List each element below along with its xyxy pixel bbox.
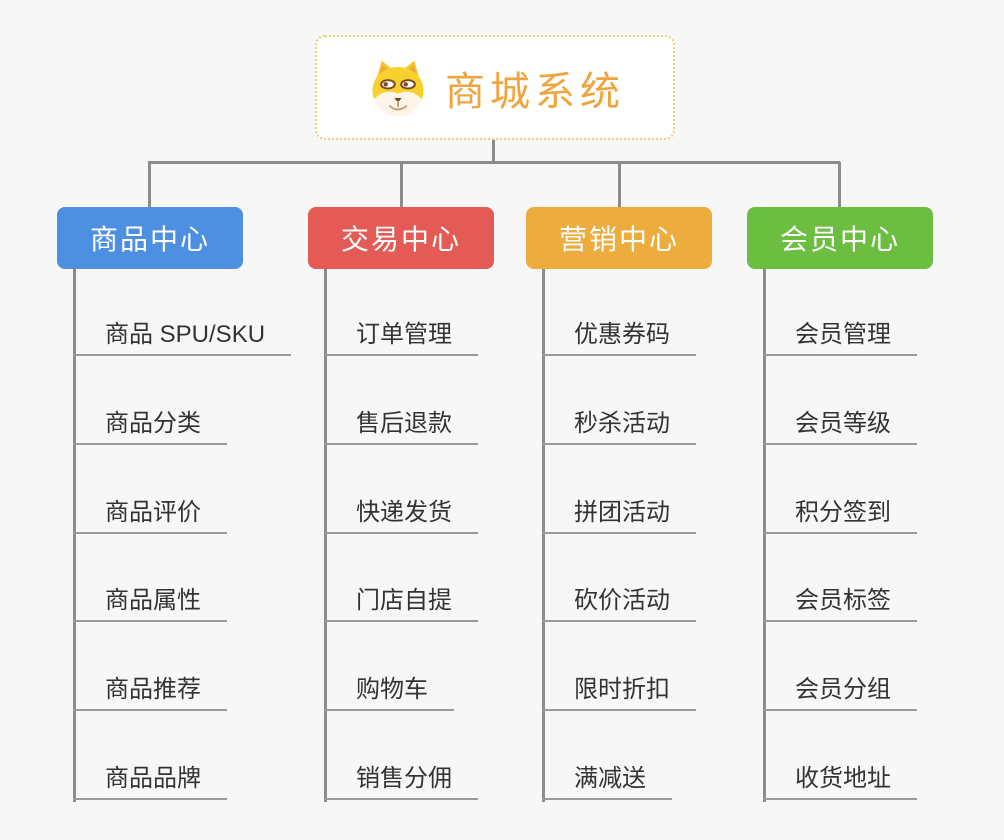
- branch-node-products[interactable]: 商品中心: [57, 207, 243, 269]
- leaf-node[interactable]: 会员标签: [763, 534, 917, 623]
- leaf-label: 购物车: [324, 669, 454, 712]
- leaf-label: 商品推荐: [73, 669, 227, 712]
- leaf-node[interactable]: 商品属性: [73, 534, 227, 623]
- leaf-label: 会员等级: [763, 403, 917, 445]
- leaf-label: 商品分类: [73, 403, 227, 445]
- branch-products: 商品中心 商品 SPU/SKU 商品分类 商品评价 商品属性 商品推荐 商品品牌: [57, 207, 307, 802]
- leaf-node[interactable]: 会员分组: [763, 622, 917, 712]
- leaf-label: 商品评价: [73, 492, 227, 534]
- leaf-node[interactable]: 订单管理: [324, 269, 478, 356]
- leaf-label: 积分签到: [763, 492, 917, 534]
- branch-vline-trade: [324, 269, 327, 802]
- root-title: 商城系统: [445, 69, 625, 114]
- connector-drop-members: [838, 162, 841, 208]
- leaf-node[interactable]: 购物车: [324, 622, 454, 712]
- leaf-label: 会员管理: [763, 314, 917, 356]
- leaf-label: 商品品牌: [73, 758, 227, 800]
- leaf-node[interactable]: 砍价活动: [542, 534, 696, 623]
- connector-drop-trade: [400, 162, 403, 208]
- leaf-label: 门店自提: [324, 580, 478, 623]
- leaf-label: 限时折扣: [542, 669, 696, 712]
- leaf-node[interactable]: 销售分佣: [324, 711, 478, 800]
- branch-trade: 交易中心 订单管理 售后退款 快递发货 门店自提 购物车 销售分佣: [308, 207, 558, 802]
- leaf-node[interactable]: 快递发货: [324, 445, 478, 534]
- branch-node-marketing[interactable]: 营销中心: [526, 207, 712, 269]
- leaf-node[interactable]: 会员管理: [763, 269, 917, 356]
- branch-node-members[interactable]: 会员中心: [747, 207, 933, 269]
- leaf-node[interactable]: 收货地址: [763, 711, 917, 800]
- root-node[interactable]: 商城系统: [315, 35, 675, 140]
- leaf-label: 收货地址: [763, 758, 917, 800]
- leaf-label: 订单管理: [324, 314, 478, 356]
- branch-title: 会员中心: [779, 224, 900, 255]
- leaf-node[interactable]: 秒杀活动: [542, 356, 696, 445]
- connector-root-drop: [492, 139, 495, 164]
- leaf-label: 拼团活动: [542, 492, 696, 534]
- leaf-label: 砍价活动: [542, 580, 696, 623]
- leaf-node[interactable]: 会员等级: [763, 356, 917, 445]
- leaf-node[interactable]: 商品品牌: [73, 711, 227, 800]
- connector-drop-products: [148, 162, 151, 208]
- leaf-label: 优惠券码: [542, 314, 696, 356]
- branch-members: 会员中心 会员管理 会员等级 积分签到 会员标签 会员分组 收货地址: [747, 207, 997, 802]
- leaf-label: 会员分组: [763, 669, 917, 712]
- branch-title: 交易中心: [340, 224, 461, 255]
- leaf-label: 销售分佣: [324, 758, 478, 800]
- connector-drop-marketing: [618, 162, 621, 208]
- leaf-label: 满减送: [542, 758, 672, 800]
- leaf-node[interactable]: 门店自提: [324, 534, 478, 623]
- branch-title: 商品中心: [89, 224, 210, 255]
- leaf-list-members: 会员管理 会员等级 积分签到 会员标签 会员分组 收货地址: [763, 269, 917, 800]
- leaf-list-trade: 订单管理 售后退款 快递发货 门店自提 购物车 销售分佣: [324, 269, 478, 800]
- leaf-label: 商品属性: [73, 580, 227, 623]
- leaf-label: 快递发货: [324, 492, 478, 534]
- branch-vline-products: [73, 269, 76, 802]
- branch-title: 营销中心: [558, 224, 679, 255]
- branch-vline-members: [763, 269, 766, 802]
- connector-horizontal: [148, 161, 840, 164]
- branch-vline-marketing: [542, 269, 545, 802]
- leaf-node[interactable]: 商品推荐: [73, 622, 227, 712]
- leaf-label: 会员标签: [763, 580, 917, 623]
- leaf-list-products: 商品 SPU/SKU 商品分类 商品评价 商品属性 商品推荐 商品品牌: [73, 269, 292, 800]
- leaf-label: 商品 SPU/SKU: [73, 314, 292, 356]
- leaf-node[interactable]: 满减送: [542, 711, 672, 800]
- leaf-list-marketing: 优惠券码 秒杀活动 拼团活动 砍价活动 限时折扣 满减送: [542, 269, 696, 800]
- branch-marketing: 营销中心 优惠券码 秒杀活动 拼团活动 砍价活动 限时折扣 满减送: [526, 207, 776, 802]
- leaf-node[interactable]: 优惠券码: [542, 269, 696, 356]
- leaf-node[interactable]: 商品评价: [73, 445, 227, 534]
- branch-node-trade[interactable]: 交易中心: [308, 207, 494, 269]
- leaf-node[interactable]: 售后退款: [324, 356, 478, 445]
- leaf-node[interactable]: 限时折扣: [542, 622, 696, 712]
- leaf-node[interactable]: 商品 SPU/SKU: [73, 269, 292, 356]
- leaf-label: 售后退款: [324, 403, 478, 445]
- leaf-label: 秒杀活动: [542, 403, 696, 445]
- leaf-node[interactable]: 商品分类: [73, 356, 227, 445]
- dog-face-icon: [365, 57, 431, 119]
- leaf-node[interactable]: 积分签到: [763, 445, 917, 534]
- leaf-node[interactable]: 拼团活动: [542, 445, 696, 534]
